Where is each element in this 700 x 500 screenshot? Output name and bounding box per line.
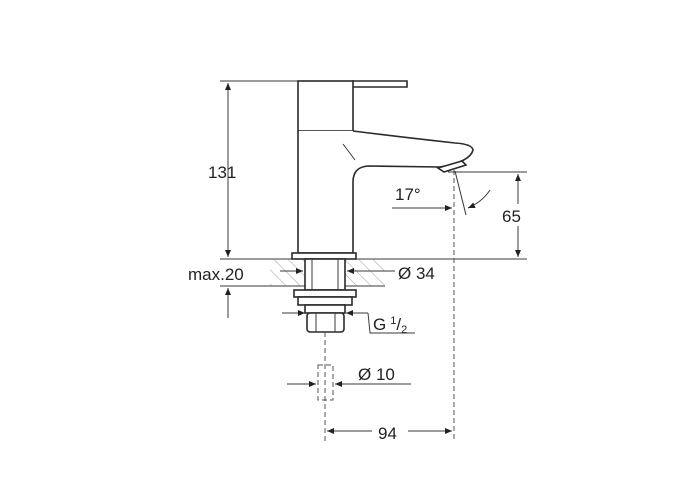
spout-height-label: 65 (502, 207, 521, 226)
angle-arrow-right (467, 189, 491, 209)
hole-diameter-label: Ø 34 (398, 264, 435, 283)
max-thickness-label: max.20 (188, 265, 244, 284)
height-label: 131 (208, 163, 236, 182)
angle-line (454, 170, 467, 216)
supply-pipe (317, 364, 334, 401)
tap-body (291, 80, 474, 260)
pipe-diameter-label: Ø 10 (358, 365, 395, 384)
thread-leader (367, 312, 415, 334)
projection-label: 94 (378, 424, 397, 443)
thread-slash: / (396, 315, 401, 334)
angle-label: 17° (395, 185, 421, 204)
shank-assembly (293, 258, 357, 333)
